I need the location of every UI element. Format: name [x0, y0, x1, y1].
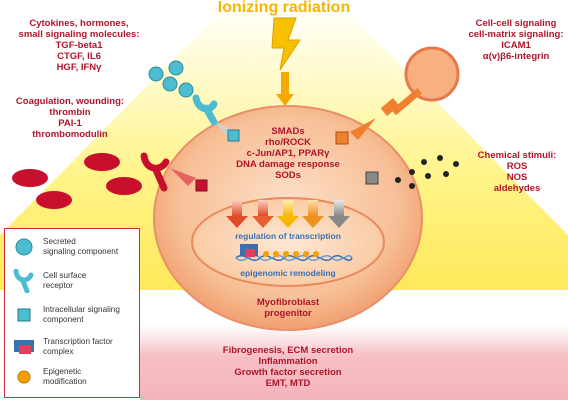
legend-text: Epigenetic — [43, 367, 82, 376]
cytokine-item: TGF-beta1 — [55, 40, 103, 51]
legend-item-epigenetic: Epigenetic modification — [43, 367, 87, 387]
pathway-item: DNA damage response — [236, 159, 340, 170]
legend: Secreted signaling component Cell surfac… — [4, 228, 140, 398]
outcome-item: Growth factor secretion — [234, 367, 342, 378]
cytokines-label: Cytokines, hormones, small signaling mol… — [4, 18, 154, 73]
epigenomic-label: epigenomic remodeling — [240, 268, 336, 278]
legend-text: Cell surface — [43, 271, 87, 280]
cell-signaling-item: ICAM1 — [501, 40, 531, 51]
legend-item-receptor: Cell surface receptor — [43, 271, 86, 291]
pathway-item: c-Jun/AP1, PPARγ — [246, 148, 330, 159]
chemical-label: Chemical stimuli: ROS NOS aldehydes — [468, 150, 566, 194]
outcome-item: Fibrogenesis, ECM secretion — [222, 345, 354, 356]
legend-text: receptor — [43, 281, 74, 290]
pathway-arrows — [226, 200, 350, 228]
red-receptor-icon — [140, 152, 170, 192]
legend-item-secreted: Secreted signaling component — [43, 237, 118, 257]
legend-item-transcription: Transcription factor complex — [43, 337, 113, 357]
red-intracellular-square — [195, 179, 208, 192]
secreted-molecules — [148, 60, 194, 98]
outcome-band — [140, 325, 568, 400]
cell-label: Myofibroblast progenitor — [218, 297, 358, 319]
chemical-dots — [395, 155, 459, 189]
legend-text: complex — [43, 347, 74, 356]
teal-receptor-icon — [192, 94, 218, 126]
cell-label-line-2: progenitor — [264, 308, 312, 319]
outcome-item: EMT, MTD — [265, 378, 311, 389]
outcome-list: Fibrogenesis, ECM secretion Inflammation… — [198, 345, 378, 389]
cell-signaling-heading-2: cell-matrix signaling: — [468, 29, 564, 40]
coagulation-heading: Coagulation, wounding: — [15, 96, 125, 107]
legend-text: Intracellular signaling — [43, 305, 120, 314]
legend-text: Transcription factor — [43, 337, 113, 346]
cytokines-heading-1: Cytokines, hormones, — [29, 18, 129, 29]
transcription-label: regulation of transcription — [235, 231, 341, 241]
cytokine-item: HGF, IFNγ — [56, 62, 102, 73]
epigenetic-modification-icon — [17, 370, 31, 384]
coagulation-item: thrombin — [49, 107, 91, 118]
transcription-factor-legend-icon — [14, 340, 34, 354]
legend-item-intracellular: Intracellular signaling component — [43, 305, 120, 325]
legend-text: component — [43, 315, 84, 324]
orange-intracellular-square — [335, 131, 349, 145]
orange-receptor-icon — [380, 98, 400, 116]
secreted-signaling-icon — [15, 238, 33, 256]
orange-arrow — [350, 118, 376, 140]
cytokine-item: CTGF, IL6 — [57, 51, 101, 62]
neighbor-cell-icon — [404, 46, 460, 102]
radiation-arrow-head — [276, 94, 294, 106]
red-arrow — [170, 168, 196, 186]
coagulation-label: Coagulation, wounding: thrombin PAI-1 th… — [2, 96, 138, 140]
pathway-list: SMADs rho/ROCK c-Jun/AP1, PPARγ DNA dama… — [208, 126, 368, 181]
lightning-bolt-icon — [271, 17, 301, 71]
legend-text: signaling component — [43, 247, 119, 256]
coagulation-item: thrombomodulin — [32, 129, 108, 140]
adhesion-stalk — [391, 88, 422, 116]
pathway-item: SODs — [275, 170, 301, 181]
cell-label-line-1: Myofibroblast — [256, 297, 320, 308]
chemical-item: NOS — [506, 172, 528, 183]
legend-text: modification — [43, 377, 87, 386]
page-title: Ionizing radiation — [217, 0, 351, 16]
cell-signaling-label: Cell-cell signaling cell-matrix signalin… — [466, 18, 566, 62]
cell-surface-receptor-icon — [13, 269, 34, 293]
intracellular-signaling-icon — [17, 308, 31, 322]
coagulation-item: PAI-1 — [58, 118, 82, 129]
pathway-item: SMADs — [271, 126, 305, 137]
pathway-item: rho/ROCK — [265, 137, 311, 148]
blood-cells — [12, 153, 142, 209]
chemical-item: ROS — [506, 161, 528, 172]
teal-intracellular-square — [227, 129, 240, 142]
outcome-item: Inflammation — [258, 356, 318, 367]
transcription-factor-icon — [240, 244, 258, 257]
cell-signaling-heading-1: Cell-cell signaling — [475, 18, 557, 29]
radiation-arrow-shaft — [281, 72, 289, 94]
chemical-item: aldehydes — [493, 183, 541, 194]
grey-intracellular-square — [365, 171, 379, 185]
chemical-heading: Chemical stimuli: — [477, 150, 557, 161]
legend-text: Secreted — [43, 237, 76, 246]
dna-helix-icon — [235, 251, 353, 261]
cell-signaling-item: α(v)β6-integrin — [482, 51, 550, 62]
cytokines-heading-2: small signaling molecules: — [18, 29, 140, 40]
